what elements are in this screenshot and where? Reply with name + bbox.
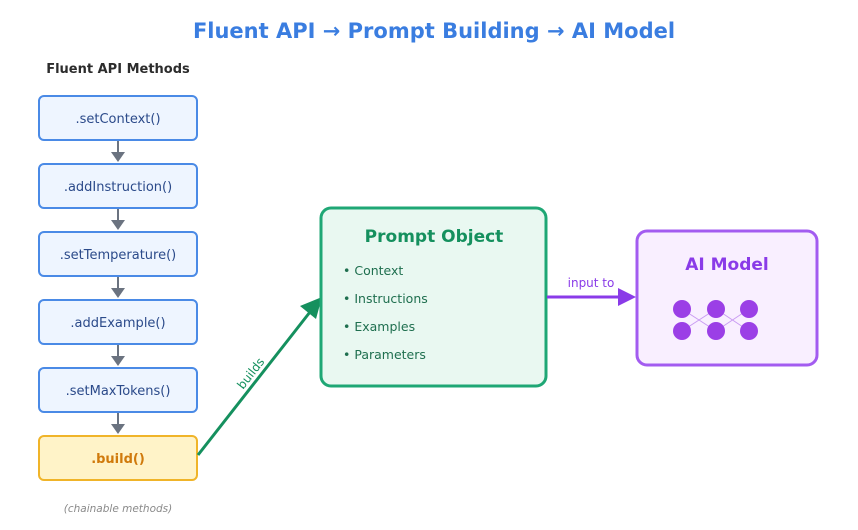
- method-label: .addInstruction(): [64, 180, 172, 195]
- method-connectors: [111, 140, 125, 434]
- method-build: .build(): [38, 435, 198, 481]
- method-add-example: .addExample(): [38, 299, 198, 345]
- diagram-title: Fluent API → Prompt Building → AI Model: [193, 19, 675, 43]
- method-set-context: .setContext(): [38, 95, 198, 141]
- method-label: .addExample(): [70, 316, 165, 331]
- method-set-max-tokens: .setMaxTokens(): [38, 367, 198, 413]
- prompt-object-box: Prompt Object • Context • Instructions •…: [319, 206, 548, 388]
- prompt-object-title: Prompt Object: [365, 227, 504, 247]
- method-set-temperature: .setTemperature(): [38, 231, 198, 277]
- prompt-item-instructions: • Instructions: [343, 291, 428, 306]
- methods-caption: (chainable methods): [64, 503, 172, 515]
- method-label: .setMaxTokens(): [66, 384, 171, 399]
- method-label: .setContext(): [75, 112, 160, 127]
- prompt-item-examples: • Examples: [343, 319, 415, 334]
- input-to-label: input to: [568, 276, 615, 290]
- methods-heading: Fluent API Methods: [46, 62, 190, 77]
- prompt-item-parameters: • Parameters: [343, 347, 426, 362]
- ai-model-title: AI Model: [685, 255, 769, 275]
- neural-network-icon: [673, 300, 758, 340]
- ai-model-box: AI Model: [635, 229, 819, 367]
- builds-arrow: [196, 297, 322, 456]
- method-label: .setTemperature(): [60, 248, 177, 263]
- input-to-arrow: [547, 288, 636, 306]
- prompt-item-context: • Context: [343, 263, 403, 278]
- build-label: .build(): [91, 452, 145, 467]
- method-add-instruction: .addInstruction(): [38, 163, 198, 209]
